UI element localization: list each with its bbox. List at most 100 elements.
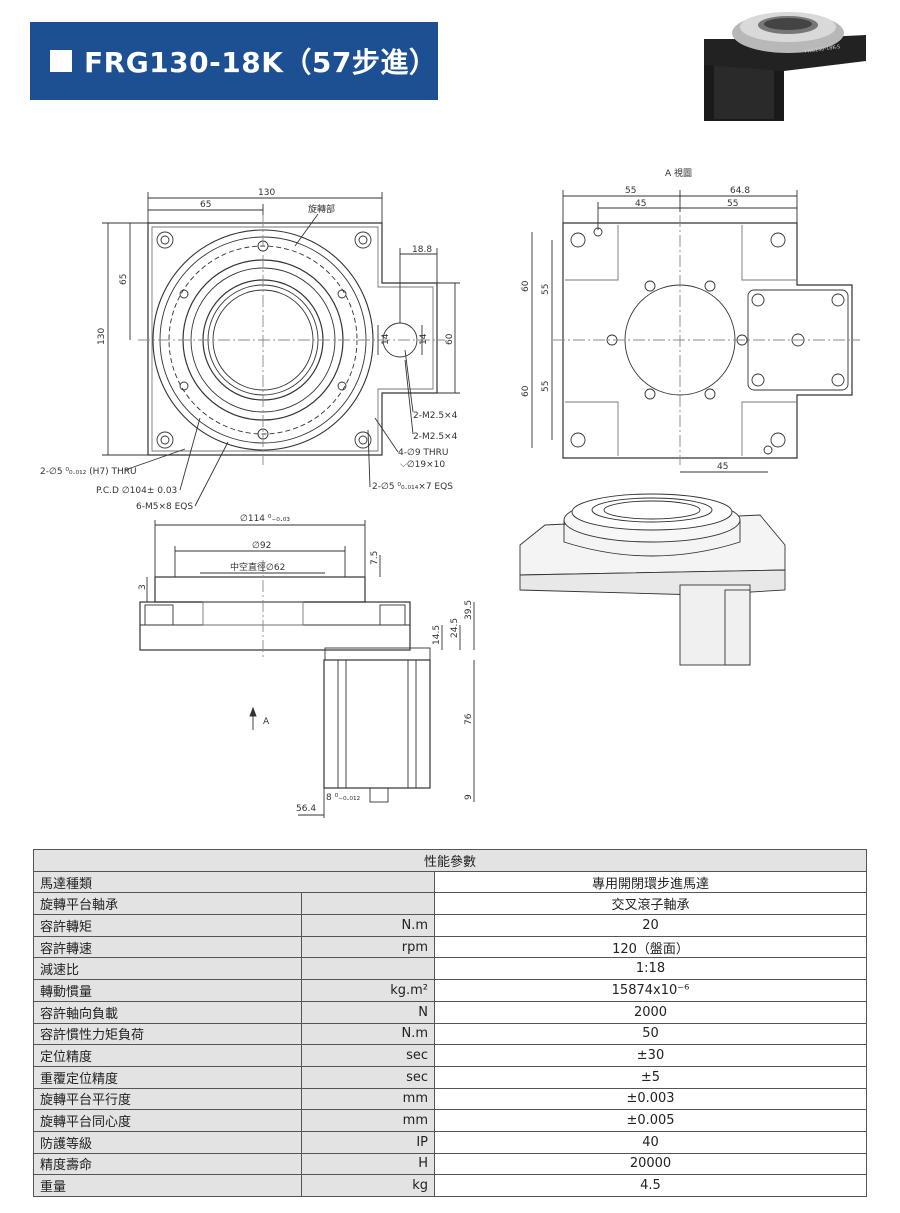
svg-text:39.5: 39.5 bbox=[464, 600, 474, 620]
svg-text:14.5: 14.5 bbox=[432, 625, 442, 645]
label-hollow-dia: 中空直徑∅62 bbox=[230, 561, 285, 573]
svg-text:65: 65 bbox=[200, 200, 211, 210]
svg-text:9: 9 bbox=[464, 794, 474, 800]
technical-drawing: 130 65 旋轉部 18.8 130 65 14 14 60 2-M2.5×4… bbox=[40, 167, 860, 818]
spec-name: 減速比 bbox=[33, 957, 302, 981]
spec-unit: sec bbox=[301, 1044, 435, 1067]
square-bullet-icon bbox=[50, 50, 72, 72]
spec-table-title: 性能參數 bbox=[33, 849, 867, 872]
label-d114: ∅114 ⁰₋₀.₀₃ bbox=[240, 514, 290, 524]
spec-name: 定位精度 bbox=[33, 1044, 302, 1067]
spec-value: 2000 bbox=[434, 1000, 867, 1024]
label-m5: 6-M5×8 EQS bbox=[136, 502, 193, 512]
view-a-label: A 視圖 bbox=[665, 167, 692, 179]
spec-unit: mm bbox=[301, 1087, 435, 1111]
spec-name: 防護等級 bbox=[33, 1130, 302, 1154]
spec-value: ±0.003 bbox=[434, 1087, 867, 1111]
svg-text:60: 60 bbox=[445, 333, 455, 345]
label-cbore: ⌵∅19×10 bbox=[400, 460, 445, 470]
label-rotating-part: 旋轉部 bbox=[308, 203, 335, 215]
svg-text:18.8: 18.8 bbox=[412, 245, 432, 255]
svg-text:3: 3 bbox=[138, 584, 148, 590]
table-row: 馬達種類專用開閉環步進馬達 bbox=[33, 870, 867, 894]
svg-text:FRG130-18K-S: FRG130-18K-S bbox=[804, 44, 840, 55]
svg-text:130: 130 bbox=[258, 188, 275, 198]
label-tap2: 2-M2.5×4 bbox=[413, 432, 458, 442]
svg-text:14: 14 bbox=[381, 333, 391, 345]
svg-text:55: 55 bbox=[541, 381, 551, 392]
spec-name: 旋轉平台同心度 bbox=[33, 1109, 302, 1132]
spec-name: 轉動慣量 bbox=[33, 979, 302, 1002]
label-tap1: 2-M2.5×4 bbox=[413, 411, 458, 421]
svg-text:60: 60 bbox=[521, 385, 531, 397]
svg-text:14: 14 bbox=[419, 333, 429, 345]
title-banner: FRG130-18K（57步進） bbox=[30, 22, 438, 100]
spec-unit: N.m bbox=[301, 1022, 435, 1046]
svg-text:55: 55 bbox=[541, 284, 551, 295]
spec-value: ±30 bbox=[434, 1044, 867, 1067]
spec-name: 容許軸向負載 bbox=[33, 1000, 302, 1024]
spec-value: ±0.005 bbox=[434, 1109, 867, 1132]
page-title: FRG130-18K（57步進） bbox=[84, 46, 438, 79]
svg-text:60: 60 bbox=[521, 280, 531, 292]
table-row: 旋轉平台軸承交叉滾子軸承 bbox=[33, 892, 867, 916]
spec-name: 重量 bbox=[33, 1174, 302, 1197]
spec-value: 50 bbox=[434, 1022, 867, 1046]
spec-value: 交叉滾子軸承 bbox=[434, 892, 867, 916]
spec-unit bbox=[301, 957, 435, 981]
svg-text:130: 130 bbox=[97, 328, 107, 345]
svg-text:55: 55 bbox=[625, 186, 636, 196]
spec-name: 旋轉平台平行度 bbox=[33, 1087, 302, 1111]
product-photo: FRG130-18K-S bbox=[704, 12, 866, 121]
spec-unit: kg bbox=[301, 1174, 435, 1197]
svg-text:8 ⁰₋₀.₀₁₂: 8 ⁰₋₀.₀₁₂ bbox=[326, 793, 361, 803]
label-pcd: P.C.D ∅104± 0.03 bbox=[96, 486, 177, 496]
spec-name: 容許轉速 bbox=[33, 935, 302, 959]
spec-unit: sec bbox=[301, 1065, 435, 1089]
arrow-a-label: A bbox=[263, 717, 270, 727]
spec-value: 20 bbox=[434, 914, 867, 937]
spec-value: 1:18 bbox=[434, 957, 867, 981]
label-thru9: 4-∅9 THRU bbox=[398, 448, 449, 458]
svg-text:55: 55 bbox=[727, 199, 738, 209]
spec-unit: mm bbox=[301, 1109, 435, 1132]
table-row: 減速比 1:18 bbox=[33, 957, 867, 981]
svg-text:65: 65 bbox=[119, 274, 129, 285]
spec-name: 容許慣性力矩負荷 bbox=[33, 1022, 302, 1046]
svg-text:64.8: 64.8 bbox=[730, 186, 750, 196]
label-pin5h7: 2-∅5 ⁰₀.₀₁₂ (H7) THRU bbox=[40, 467, 137, 477]
svg-text:76: 76 bbox=[464, 713, 474, 725]
spec-name: 容許轉矩 bbox=[33, 914, 302, 937]
spec-value: 120（盤面） bbox=[434, 935, 867, 959]
svg-text:7.5: 7.5 bbox=[370, 551, 380, 565]
svg-text:45: 45 bbox=[717, 462, 728, 472]
svg-text:56.4: 56.4 bbox=[296, 804, 316, 814]
spec-value: ±5 bbox=[434, 1065, 867, 1089]
spec-name: 馬達種類 bbox=[33, 870, 435, 894]
spec-value: 20000 bbox=[434, 1152, 867, 1176]
svg-text:24.5: 24.5 bbox=[450, 618, 460, 638]
spec-unit bbox=[301, 892, 435, 916]
spec-unit: IP bbox=[301, 1130, 435, 1154]
spec-value: 40 bbox=[434, 1130, 867, 1154]
label-d92: ∅92 bbox=[252, 541, 271, 551]
spec-name: 重覆定位精度 bbox=[33, 1065, 302, 1089]
spec-value: 4.5 bbox=[434, 1174, 867, 1197]
spec-unit: kg.m² bbox=[301, 979, 435, 1002]
spec-unit: rpm bbox=[301, 935, 435, 959]
label-pin5: 2-∅5 ⁰₀.₀₁₄×7 EQS bbox=[372, 482, 453, 492]
svg-text:45: 45 bbox=[635, 199, 646, 209]
spec-name: 精度壽命 bbox=[33, 1152, 302, 1176]
spec-unit: N bbox=[301, 1000, 435, 1024]
